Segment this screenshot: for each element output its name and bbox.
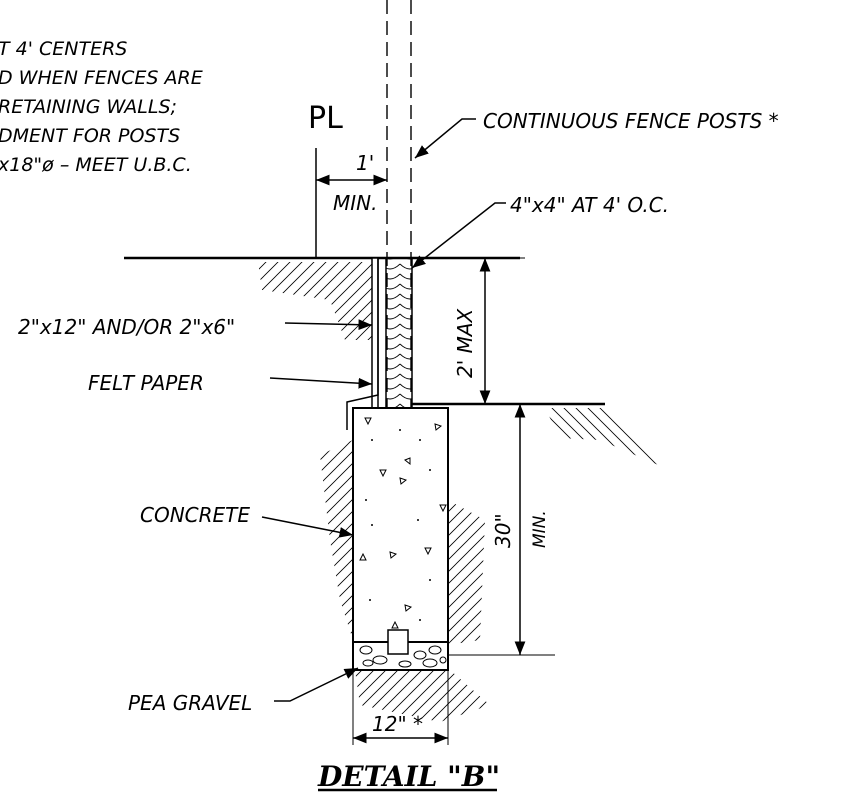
boards-callout: 2"x12" AND/OR 2"x6" <box>18 315 373 339</box>
felt-paper-callout: FELT PAPER <box>88 371 373 395</box>
continuous-posts-label: CONTINUOUS FENCE POSTS * <box>483 109 779 133</box>
general-notes: T 4' CENTERS D WHEN FENCES ARE RETAINING… <box>0 38 203 176</box>
wall-height-label: 2' MAX <box>453 307 477 378</box>
note-line-5: x18"ø – MEET U.B.C. <box>0 154 192 176</box>
detail-title-text: DETAIL "B" <box>317 760 500 793</box>
offset-dimension: 1' MIN. <box>316 151 387 215</box>
lower-grade <box>412 402 670 470</box>
fence-post <box>385 257 413 409</box>
offset-dimension-min: MIN. <box>333 191 377 215</box>
depth-label: 30" <box>491 513 515 548</box>
concrete-footing <box>352 407 449 671</box>
felt-paper-label: FELT PAPER <box>88 371 204 395</box>
depth-dimension: 30" MIN. <box>448 404 555 656</box>
note-line-2: D WHEN FENCES ARE <box>0 67 203 89</box>
width-dimension: 12" * <box>352 670 449 745</box>
post-size-label: 4"x4" AT 4' O.C. <box>510 193 669 217</box>
property-line: PL <box>308 101 343 258</box>
detail-title: DETAIL "B" <box>317 760 500 793</box>
post-size-callout: 4"x4" AT 4' O.C. <box>411 193 669 269</box>
concrete-callout: CONCRETE <box>140 503 354 538</box>
width-label: 12" * <box>372 712 423 736</box>
footing-earth <box>320 440 490 722</box>
gravel-callout: PEA GRAVEL <box>128 667 359 715</box>
boards-label: 2"x12" AND/OR 2"x6" <box>18 315 235 339</box>
gravel-label: PEA GRAVEL <box>128 691 252 715</box>
property-line-symbol: PL <box>308 101 343 136</box>
note-line-3: RETAINING WALLS; <box>0 96 177 118</box>
note-line-4: DMENT FOR POSTS <box>0 125 180 147</box>
depth-min-label: MIN. <box>530 510 550 548</box>
offset-dimension-value: 1' <box>356 151 374 175</box>
note-line-1: T 4' CENTERS <box>0 38 127 60</box>
continuous-posts-callout: CONTINUOUS FENCE POSTS * <box>414 109 779 159</box>
wall-height-dimension: 2' MAX <box>412 257 525 404</box>
concrete-label: CONCRETE <box>140 503 250 527</box>
